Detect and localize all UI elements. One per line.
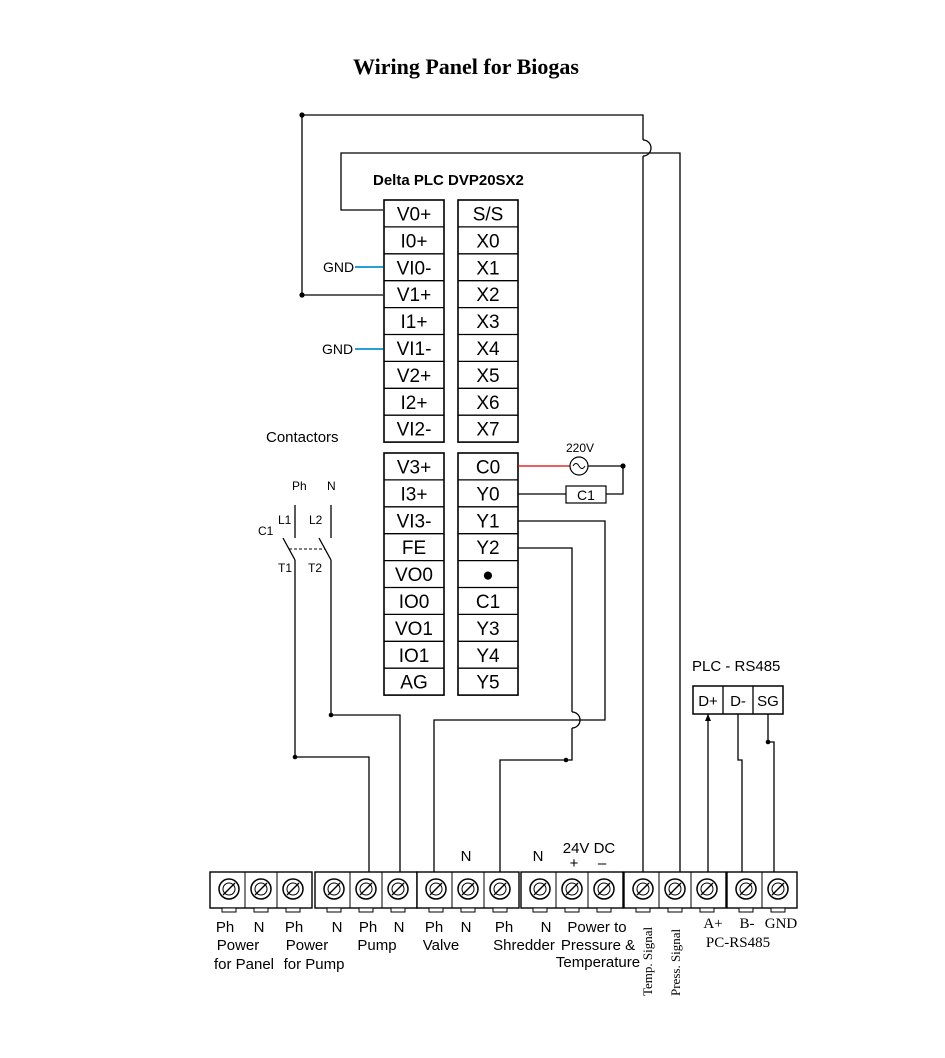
plc-right-lower-terminal-3: Y2 [476, 538, 499, 559]
plc-right-upper-frame [457, 199, 519, 443]
plc-right-lower-terminal-1: Y0 [476, 484, 499, 505]
plc-right-lower-terminal-7: Y4 [476, 646, 500, 667]
rs485-sg: SG [757, 693, 779, 710]
plc-right-upper-terminal-2: X1 [476, 258, 499, 279]
contactor-c1-label: C1 [258, 524, 274, 538]
plc-right-lower-frame [457, 452, 519, 696]
group-power-panel-2: for Panel [214, 956, 274, 973]
plc-right-lower-terminal-5: C1 [476, 592, 500, 613]
dc-label: 24V DC [563, 840, 616, 857]
vertical-temp-signal: Temp. Signal [640, 926, 655, 996]
plc-right-upper-terminal-7: X6 [476, 393, 499, 414]
plc-terminal-strip: V0+ I0+ VI0- V1+ I1+ VI1- V2+ I2+ VI2- S/S X0X1X2X… [383, 199, 519, 696]
tb-label-n-3: N [394, 919, 405, 936]
pc-rs485-gnd: GND [765, 916, 798, 932]
top-n-label-shredder: N [533, 848, 544, 865]
coil-voltage-label: 220V [566, 441, 594, 455]
tb-label-n-2: N [332, 919, 343, 936]
vertical-press-signal: Press. Signal [668, 928, 683, 996]
plc-left-lower-frame [383, 452, 445, 696]
signal-wires [299, 112, 681, 872]
plc-rs485-title: PLC - RS485 [692, 658, 780, 675]
pc-rs485-bminus: B- [740, 916, 755, 932]
group-valve: Valve [423, 937, 459, 954]
tb-label-ph-2: Ph [285, 919, 303, 936]
plc-left-lower-terminal-4: VO0 [395, 565, 433, 586]
coil-c1-label: C1 [577, 487, 595, 503]
plc-left-upper-terminal-7: I2+ [401, 393, 428, 414]
gnd-label-vi0: GND [323, 259, 354, 275]
tb-label-n-1: N [254, 919, 265, 936]
plc-left-upper-terminal-4: I1+ [401, 312, 428, 333]
dc-minus-label: – [598, 855, 607, 872]
plc-left-lower-terminal-2: VI3- [397, 511, 432, 532]
plc-right-lower-terminal-0: C0 [476, 457, 500, 478]
group-pump: Pump [357, 937, 396, 954]
contactor-ph-label: Ph [292, 479, 307, 493]
plc-right-upper-terminal-0: S/S [473, 204, 504, 225]
contactor-l2-label: L2 [309, 513, 323, 527]
plc-rs485-block: PLC - RS485 D+ D- SG [692, 658, 784, 872]
plc-left-lower-terminal-8: AG [400, 673, 427, 694]
plc-right-lower-terminal-8: Y5 [476, 673, 499, 694]
tb-label-ph-3: Ph [359, 919, 377, 936]
pc-rs485-aplus: A+ [703, 916, 722, 932]
plc-right-upper-terminal-6: X5 [476, 366, 499, 387]
top-n-label-valve: N [461, 848, 472, 865]
group-power-pump-2: for Pump [284, 956, 345, 973]
plc-left-lower-terminal-7: IO1 [399, 646, 430, 667]
plc-left-upper-terminal-6: V2+ [397, 366, 431, 387]
plc-left-upper-terminal-0: V0+ [397, 204, 431, 225]
group-shredder: Shredder [493, 937, 555, 954]
plc-left-upper-terminal-5: VI1- [397, 339, 432, 360]
group-power-panel-1: Power [217, 937, 260, 954]
plc-name: Delta PLC DVP20SX2 [373, 172, 524, 189]
plc-left-upper-terminal-8: VI2- [397, 420, 432, 441]
plc-right-upper-terminal-5: X4 [476, 339, 500, 360]
coil-circuit: C1 220V [518, 441, 626, 504]
plc-left-lower-terminal-3: FE [402, 538, 426, 559]
plc-right-upper-terminal-3: X2 [476, 285, 499, 306]
pc-rs485-label: PC-RS485 [706, 935, 770, 951]
plc-right-upper-terminal-1: X0 [476, 231, 499, 252]
tb-label-n-5: N [541, 919, 552, 936]
plc-left-lower-terminal-5: IO0 [399, 592, 430, 613]
plc-left-lower-terminal-0: V3+ [397, 457, 431, 478]
plc-right-lower-terminal-6: Y3 [476, 619, 499, 640]
group-power-pump-1: Power [286, 937, 329, 954]
group-pressure-2: Pressure & [561, 937, 635, 954]
rs485-dminus: D- [730, 693, 746, 710]
group-pressure-3: Temperature [556, 954, 640, 971]
tb-label-ph-1: Ph [216, 919, 234, 936]
contactor-t2-label: T2 [308, 561, 322, 575]
rs485-dplus: D+ [698, 693, 718, 710]
plc-right-upper-terminal-4: X3 [476, 312, 499, 333]
tb-label-ph-5: Ph [495, 919, 513, 936]
contactor-group: Contactors Ph N L1 L2 C1 T1 T2 [258, 429, 401, 872]
contactors-title: Contactors [266, 429, 339, 446]
terminal-block [209, 871, 798, 913]
plc-right-lower-terminal-4: ● [482, 565, 493, 586]
tb-label-n-4: N [461, 919, 472, 936]
contactor-n-label: N [327, 479, 336, 493]
tb-label-ph-4: Ph [425, 919, 443, 936]
plc-left-lower-terminal-1: I3+ [401, 484, 428, 505]
plc-right-upper-terminal-8: X7 [476, 420, 499, 441]
plc-left-upper-terminal-2: VI0- [397, 258, 432, 279]
terminal-labels: Ph N Ph N Ph N Ph N Ph N Power for Panel… [214, 916, 797, 996]
plc-left-upper-frame [383, 199, 445, 443]
contactor-t1-label: T1 [278, 561, 292, 575]
plc-left-upper-terminal-3: V1+ [397, 285, 431, 306]
plc-left-lower-terminal-6: VO1 [395, 619, 433, 640]
group-pressure-1: Power to [567, 919, 626, 936]
diagram-title: Wiring Panel for Biogas [353, 54, 579, 79]
output-wires [433, 520, 606, 872]
plc-left-upper-terminal-1: I0+ [401, 231, 428, 252]
contactor-l1-label: L1 [278, 513, 292, 527]
dc-plus-label: + [570, 855, 579, 872]
gnd-label-vi1: GND [322, 341, 353, 357]
plc-right-lower-terminal-2: Y1 [476, 511, 499, 532]
